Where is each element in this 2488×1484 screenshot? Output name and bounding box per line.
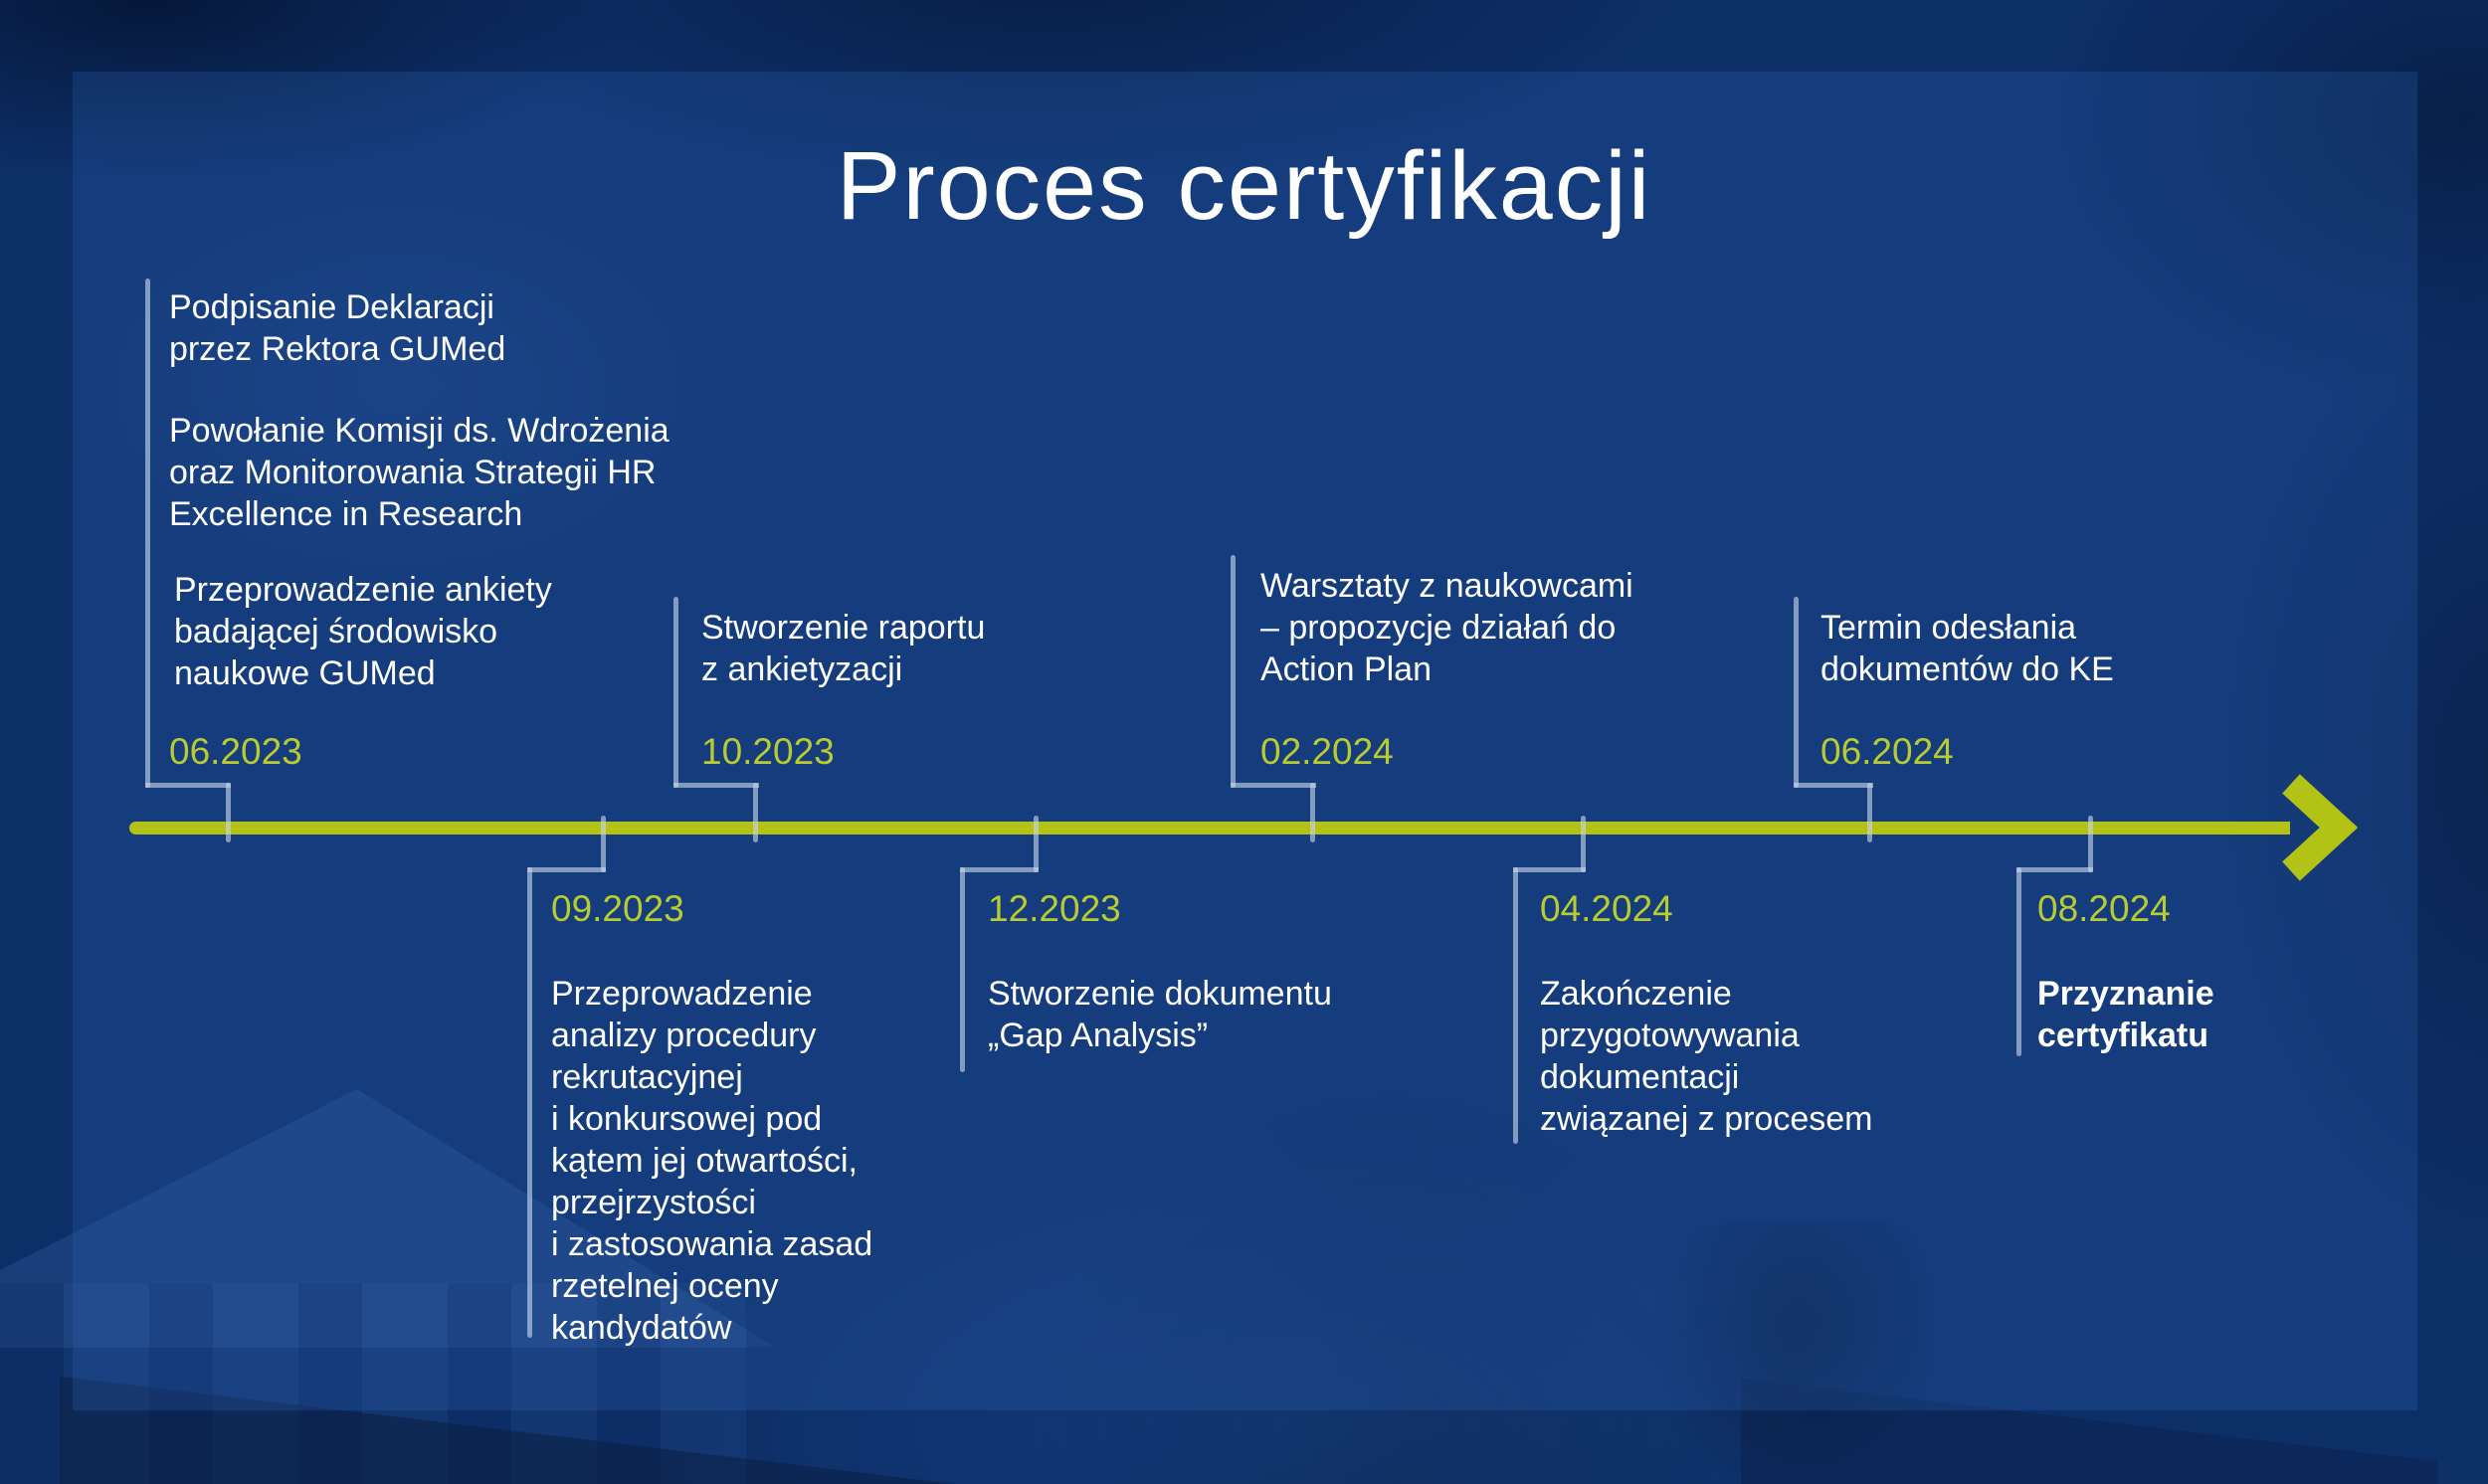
connector-line [673,597,678,788]
content-panel [73,72,2417,1410]
connector-line [960,867,1039,872]
connector-line [527,867,532,1338]
event-02-2024-text: Warsztaty z naukowcami – propozycje dzia… [1260,567,1633,688]
connector-tick [753,783,758,842]
event-12-2023-text: Stworzenie dokumentu „Gap Analysis” [988,975,1332,1054]
connector-line [960,867,965,1072]
connector-line [1231,783,1316,788]
event-08-2024-text: Przyznanie certyfikatu [2037,975,2214,1054]
event-04-2024-date: 04.2024 [1540,888,1673,929]
timeline-arrow-icon [2278,771,2364,889]
event-06-2024-date: 06.2024 [1820,731,1954,772]
connector-line [2016,867,2021,1056]
event-12-2023-date: 12.2023 [988,888,1121,929]
connector-tick [1034,816,1039,872]
event-04-2024-text: Zakończenie przygotowywania dokumentacji… [1540,975,1873,1138]
event-06-2024-text: Termin odesłania dokumentów do KE [1820,609,2114,688]
connector-tick [1310,783,1315,842]
timeline-bar [129,822,2290,835]
connector-line [673,783,759,788]
connector-line [2016,867,2093,872]
connector-line [1794,783,1873,788]
connector-line [1513,867,1518,1144]
event-09-2023-date: 09.2023 [551,888,684,929]
connector-tick [226,783,231,842]
connector-tick [1581,816,1586,872]
event-06-2023-text-2: Powołanie Komisji ds. Wdrożenia oraz Mon… [169,412,670,533]
connector-line [1513,867,1586,872]
event-06-2023-date: 06.2023 [169,731,302,772]
connector-tick [601,816,606,872]
event-06-2023-text-3: Przeprowadzenie ankiety badającej środow… [174,571,552,692]
connector-tick [1867,783,1872,842]
page-title: Proces certyfikacji [836,131,1652,240]
connector-line [1231,555,1236,788]
event-10-2023-date: 10.2023 [701,731,835,772]
event-02-2024-date: 02.2024 [1260,731,1394,772]
event-06-2023-text-1: Podpisanie Deklaracji przez Rektora GUMe… [169,288,506,368]
connector-line [145,783,231,788]
event-09-2023-text: Przeprowadzenie analizy procedury rekrut… [551,975,873,1347]
connector-line [527,867,606,872]
connector-line [1794,597,1799,788]
connector-tick [2088,816,2093,872]
tree-silhouette [1631,1223,1960,1484]
event-08-2024-date: 08.2024 [2037,888,2171,929]
event-10-2023-text: Stworzenie raportu z ankietyzacji [701,609,986,688]
connector-line [145,278,150,788]
